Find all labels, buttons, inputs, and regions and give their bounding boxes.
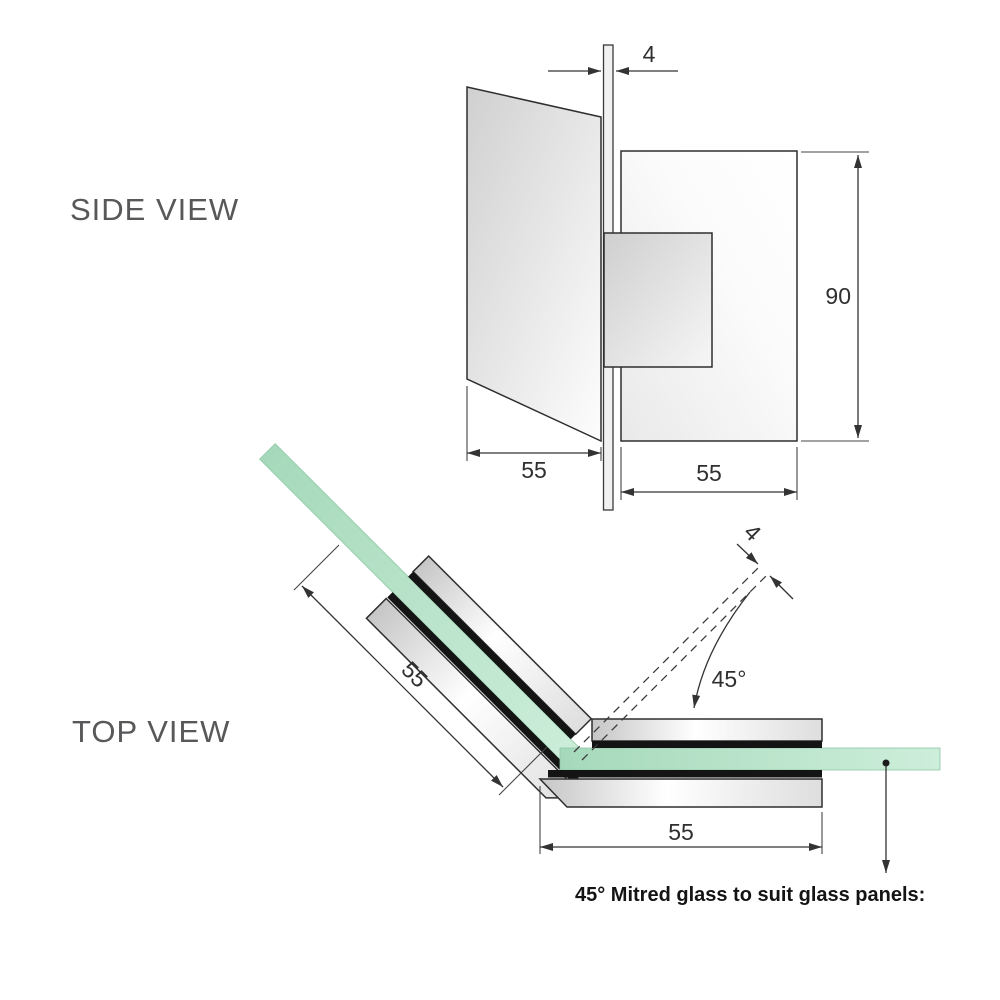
- dim-height-90: 90: [801, 151, 869, 442]
- dim-bracket-width-55: 55: [620, 447, 798, 500]
- dim-bracket-length-label: 55: [668, 819, 694, 845]
- dim-panel-width-55: 55: [466, 386, 602, 483]
- mitre-note: 45° Mitred glass to suit glass panels:: [575, 884, 925, 906]
- dim-angle-45: 45°: [692, 591, 751, 709]
- dim-bracket-length-55: 55: [539, 786, 823, 854]
- clamp-plate-upper-horizontal: [591, 718, 823, 742]
- leader-dot: [882, 759, 890, 767]
- gasket-upper-horizontal: [592, 741, 822, 748]
- side-view-drawing: 4 90 55 55: [466, 41, 869, 511]
- dim-mitre-gap-4: 4: [736, 519, 794, 600]
- dim-glass-thickness-label: 4: [643, 41, 656, 67]
- note-leader: [882, 759, 890, 873]
- top-view-drawing: 4 45° 55 55 45° Mitred glass to suit gla: [259, 443, 941, 906]
- dim-bracket-width-label: 55: [696, 460, 722, 486]
- dim-mitre-gap-label: 4: [739, 519, 767, 547]
- clamp-plate-lower-horizontal: [538, 778, 823, 808]
- top-view-label: TOP VIEW: [72, 714, 230, 749]
- dim-angle-label: 45°: [712, 666, 747, 692]
- dim-panel-width-label: 55: [521, 457, 547, 483]
- glass-panel-horizontal: [559, 747, 941, 771]
- hinge-knuckle: [603, 232, 713, 368]
- glass-panel-side: [466, 86, 602, 443]
- dim-height-label: 90: [825, 283, 851, 309]
- gasket-lower-horizontal: [548, 770, 822, 778]
- mitre-reference-lines: [573, 565, 769, 761]
- dim-glass-thickness-4: 4: [548, 41, 678, 75]
- side-view-label: SIDE VIEW: [70, 192, 239, 227]
- glass-panel-diagonal: [259, 443, 594, 778]
